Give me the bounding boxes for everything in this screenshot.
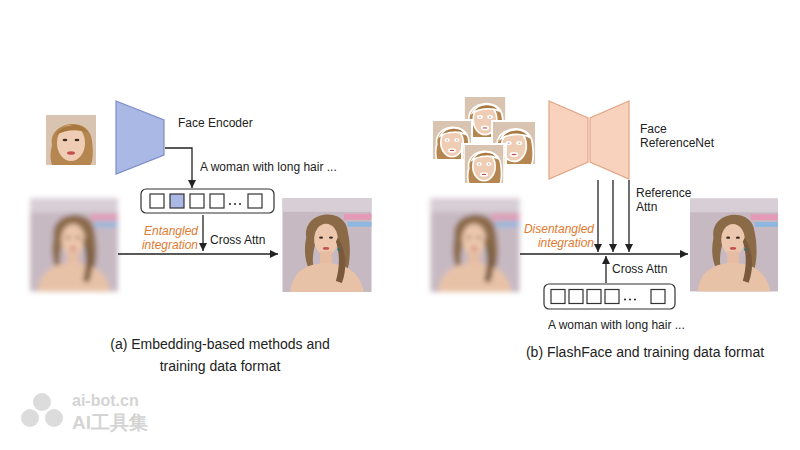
integration-note: Disentangled integration xyxy=(520,222,594,250)
node-label: Face Encoder xyxy=(178,116,253,130)
watermark: AI工具集 xyxy=(72,412,148,434)
face-encoder-shape xyxy=(115,100,165,175)
node-label: A woman with long hair ... xyxy=(200,160,337,174)
text-token-box-shape xyxy=(140,188,275,214)
face-encoder: Face Encoder xyxy=(115,100,165,175)
node-label: A woman with long hair ... xyxy=(548,318,685,332)
reference-net: Face ReferenceNet xyxy=(548,100,630,180)
connector-arrow xyxy=(165,148,192,188)
attn-label: Cross Attn xyxy=(612,262,667,276)
text-token-box: A woman with long hair ... xyxy=(543,283,676,310)
attn-label: Cross Attn xyxy=(210,233,265,247)
attn-label: Reference Attn xyxy=(636,186,698,214)
panel-caption: (b) FlashFace and training data format xyxy=(500,341,790,363)
integration-note: Entangled integration xyxy=(134,224,198,252)
watermark: ai-bot.cn xyxy=(72,392,139,410)
reference-net-shape xyxy=(548,100,630,180)
panel-caption: (a) Embedding-based methods and training… xyxy=(110,333,330,377)
node-label: Face ReferenceNet xyxy=(640,122,730,150)
text-token-box-shape xyxy=(543,283,676,310)
text-token-box: A woman with long hair ... xyxy=(140,188,275,214)
